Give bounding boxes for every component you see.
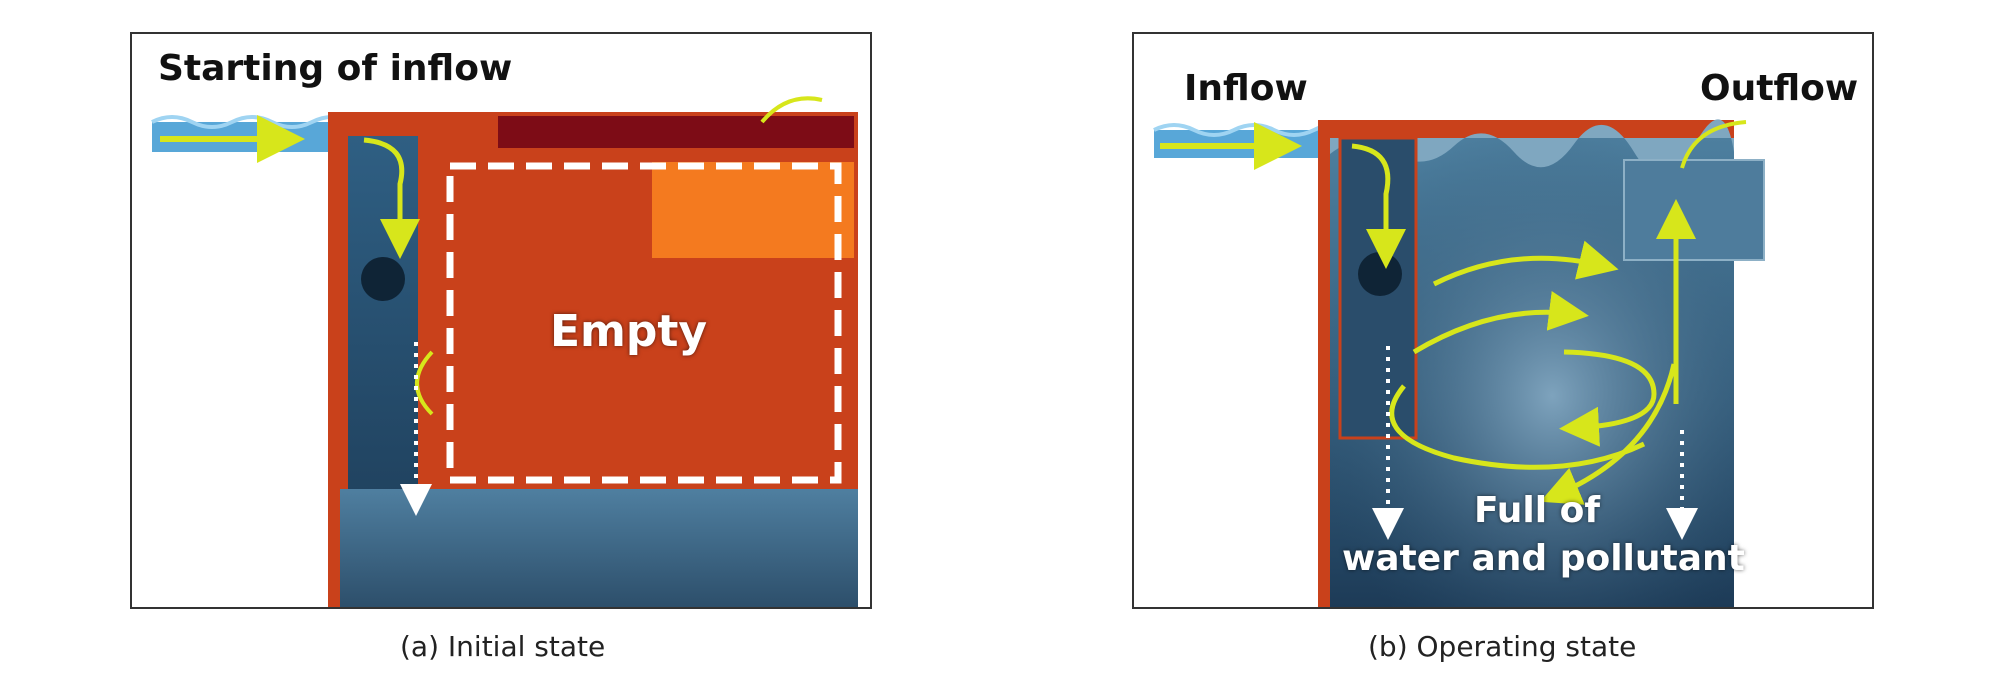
panel-title: Starting of inflow	[158, 48, 513, 89]
panel-initial-state: Starting of inflow Empty	[130, 32, 872, 609]
empty-label: Empty	[550, 306, 708, 357]
orange-block	[652, 162, 854, 258]
outflow-curve	[760, 96, 823, 124]
empty-chamber-outline	[446, 162, 842, 484]
inflow-label: Inflow	[1184, 68, 1308, 109]
operating-state-diagram	[1153, 119, 1765, 607]
swirl-arrow-icon	[1389, 384, 1646, 470]
swirl-arrow-icon	[1432, 240, 1619, 287]
outflow-curve	[1680, 120, 1747, 169]
content-label-line1: Full of	[1474, 490, 1601, 531]
swirl-arrow-icon	[1412, 291, 1589, 355]
flow-arrow-icon	[363, 137, 420, 259]
swirl-arrow-icon	[1559, 349, 1657, 447]
initial-state-diagram	[151, 96, 858, 607]
inlet-orifice	[361, 257, 405, 301]
panel-operating-state: Inflow Outflow Full of water and polluta…	[1132, 32, 1874, 609]
content-label-line2: water and pollutant	[1342, 538, 1745, 579]
outflow-box	[1623, 159, 1765, 261]
top-cover	[498, 116, 854, 148]
inlet-orifice	[1358, 252, 1402, 296]
bottom-water-zone	[340, 489, 858, 607]
outflow-label: Outflow	[1700, 68, 1859, 109]
caption-operating-state: (b) Operating state	[1368, 630, 1637, 663]
flow-arrow-icon	[1351, 143, 1406, 269]
swirl-arrow-icon	[1540, 363, 1677, 505]
caption-initial-state: (a) Initial state	[400, 630, 606, 663]
